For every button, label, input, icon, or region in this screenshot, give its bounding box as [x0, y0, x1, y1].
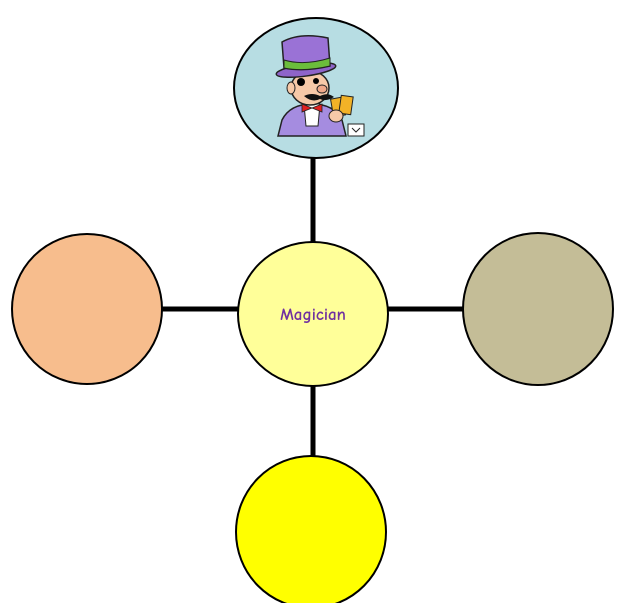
- right-circle: [462, 232, 614, 386]
- top-bubble: [233, 17, 399, 159]
- connectors: [160, 158, 465, 460]
- left-circle: [11, 233, 163, 385]
- magician-clipart-icon: [275, 35, 365, 137]
- center-bubble: Magician: [237, 241, 389, 387]
- bottom-circle: [235, 455, 387, 603]
- center-circle: [237, 241, 389, 387]
- center-label: Magician: [280, 306, 346, 325]
